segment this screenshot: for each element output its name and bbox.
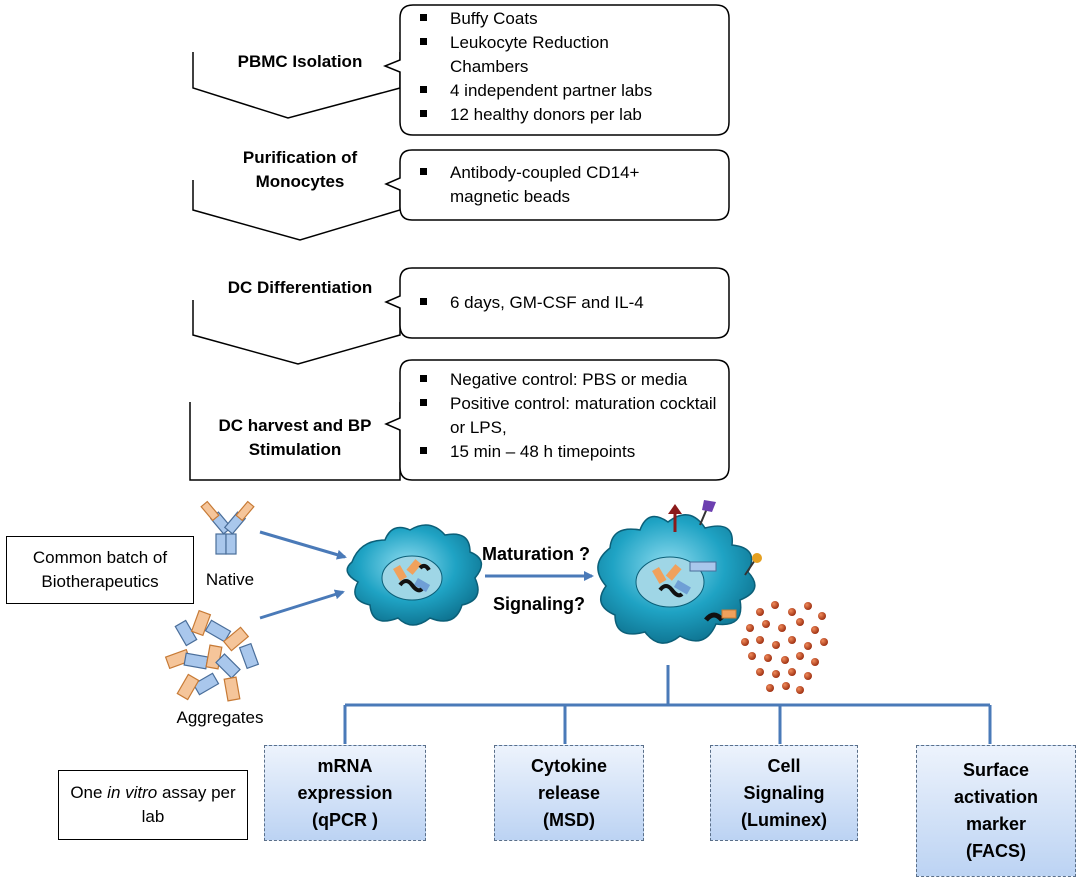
stage-2-title: Purification of Monocytes xyxy=(242,148,358,191)
stage-3-bullets: 6 days, GM-CSF and IL-4 xyxy=(404,291,724,315)
cytokine-dot xyxy=(811,626,819,634)
cytokine-dot xyxy=(804,642,812,650)
stage-1-bullet: Leukocyte Reduction Chambers xyxy=(404,31,724,79)
stage-3-bubble xyxy=(384,267,730,339)
stage-3-title: DC Differentiation xyxy=(227,278,373,297)
signaling-label: Signaling? xyxy=(493,594,585,614)
cytokine-dot xyxy=(772,670,780,678)
cytokine-dot xyxy=(756,668,764,676)
stage-1-bullets: Buffy Coats Leukocyte Reduction Chambers… xyxy=(404,7,724,127)
assay-box-mrna: mRNA expression (qPCR ) xyxy=(264,745,426,841)
assay-note-post: assay per lab xyxy=(141,783,236,826)
native-arrow xyxy=(259,530,347,560)
stage-1-bullet: 12 healthy donors per lab xyxy=(404,103,724,127)
cytokine-dot xyxy=(762,620,770,628)
native-antibody-icon xyxy=(200,500,255,555)
cytokine-dot xyxy=(764,654,772,662)
stage-2-bubble xyxy=(384,149,730,221)
cytokine-dot xyxy=(818,612,826,620)
aggregates-label: Aggregates xyxy=(176,708,264,727)
cytokine-dot xyxy=(741,638,749,646)
cytokine-dot xyxy=(766,684,774,692)
aggregates-arrow xyxy=(259,589,345,620)
immature-dendritic-cell-icon xyxy=(346,524,483,626)
cytokine-dot xyxy=(771,601,779,609)
assay-tree-connector xyxy=(343,665,992,744)
stage-1-bubble xyxy=(382,4,730,136)
native-label: Native xyxy=(205,570,255,589)
stage-4-bubble xyxy=(384,359,730,481)
cytokine-dot xyxy=(756,608,764,616)
cytokine-dot xyxy=(746,624,754,632)
assay-note-text: One in vitro assay per lab xyxy=(69,781,237,829)
cytokine-dot xyxy=(796,652,804,660)
assay-note-box: One in vitro assay per lab xyxy=(58,770,248,840)
stage-4-title: DC harvest and BP Stimulation xyxy=(218,416,372,459)
aggregates-icon xyxy=(164,609,260,702)
stage-1-title: PBMC Isolation xyxy=(237,52,363,71)
cytokine-dot xyxy=(820,638,828,646)
stage-4-bullets: Negative control: PBS or media Positive … xyxy=(404,368,726,464)
stage-4-bullet: Negative control: PBS or media xyxy=(404,368,726,392)
cytokine-dots-icon xyxy=(741,601,828,694)
cytokine-dot xyxy=(756,636,764,644)
cytokine-dot xyxy=(811,658,819,666)
cytokine-dot xyxy=(778,624,786,632)
cytokine-dot xyxy=(796,686,804,694)
cytokine-dot xyxy=(788,636,796,644)
stage-3-chevron xyxy=(192,300,401,365)
stage-4-bullet: Positive control: maturation cocktail or… xyxy=(404,392,726,440)
cytokine-dot xyxy=(804,602,812,610)
assay-note-emphasis: in vitro xyxy=(107,783,158,802)
stage-1-bullet: Buffy Coats xyxy=(404,7,724,31)
stage-4-bullet: 15 min – 48 h timepoints xyxy=(404,440,726,464)
cytokine-dot xyxy=(804,672,812,680)
stage-3-bullet: 6 days, GM-CSF and IL-4 xyxy=(404,291,724,315)
stage-1-bullet: 4 independent partner labs xyxy=(404,79,724,103)
maturation-label: Maturation ? xyxy=(482,544,590,564)
stage-2-bullet: Antibody-coupled CD14+ magnetic beads xyxy=(404,161,724,209)
cytokine-dot xyxy=(772,641,780,649)
assay-note-pre: One xyxy=(70,783,108,802)
biotherapeutics-batch-box: Common batch of Biotherapeutics xyxy=(6,536,194,604)
cytokine-dot xyxy=(748,652,756,660)
cytokine-dot xyxy=(782,682,790,690)
stage-2-bullets: Antibody-coupled CD14+ magnetic beads xyxy=(404,161,724,209)
mature-dendritic-cell-icon xyxy=(597,500,762,644)
assay-box-surface-marker: Surface activation marker (FACS) xyxy=(916,745,1076,877)
cytokine-dot xyxy=(788,668,796,676)
cytokine-dot xyxy=(796,618,804,626)
assay-box-signaling: Cell Signaling (Luminex) xyxy=(710,745,858,841)
assay-box-cytokine: Cytokine release (MSD) xyxy=(494,745,644,841)
cytokine-dot xyxy=(781,656,789,664)
cytokine-dot xyxy=(788,608,796,616)
